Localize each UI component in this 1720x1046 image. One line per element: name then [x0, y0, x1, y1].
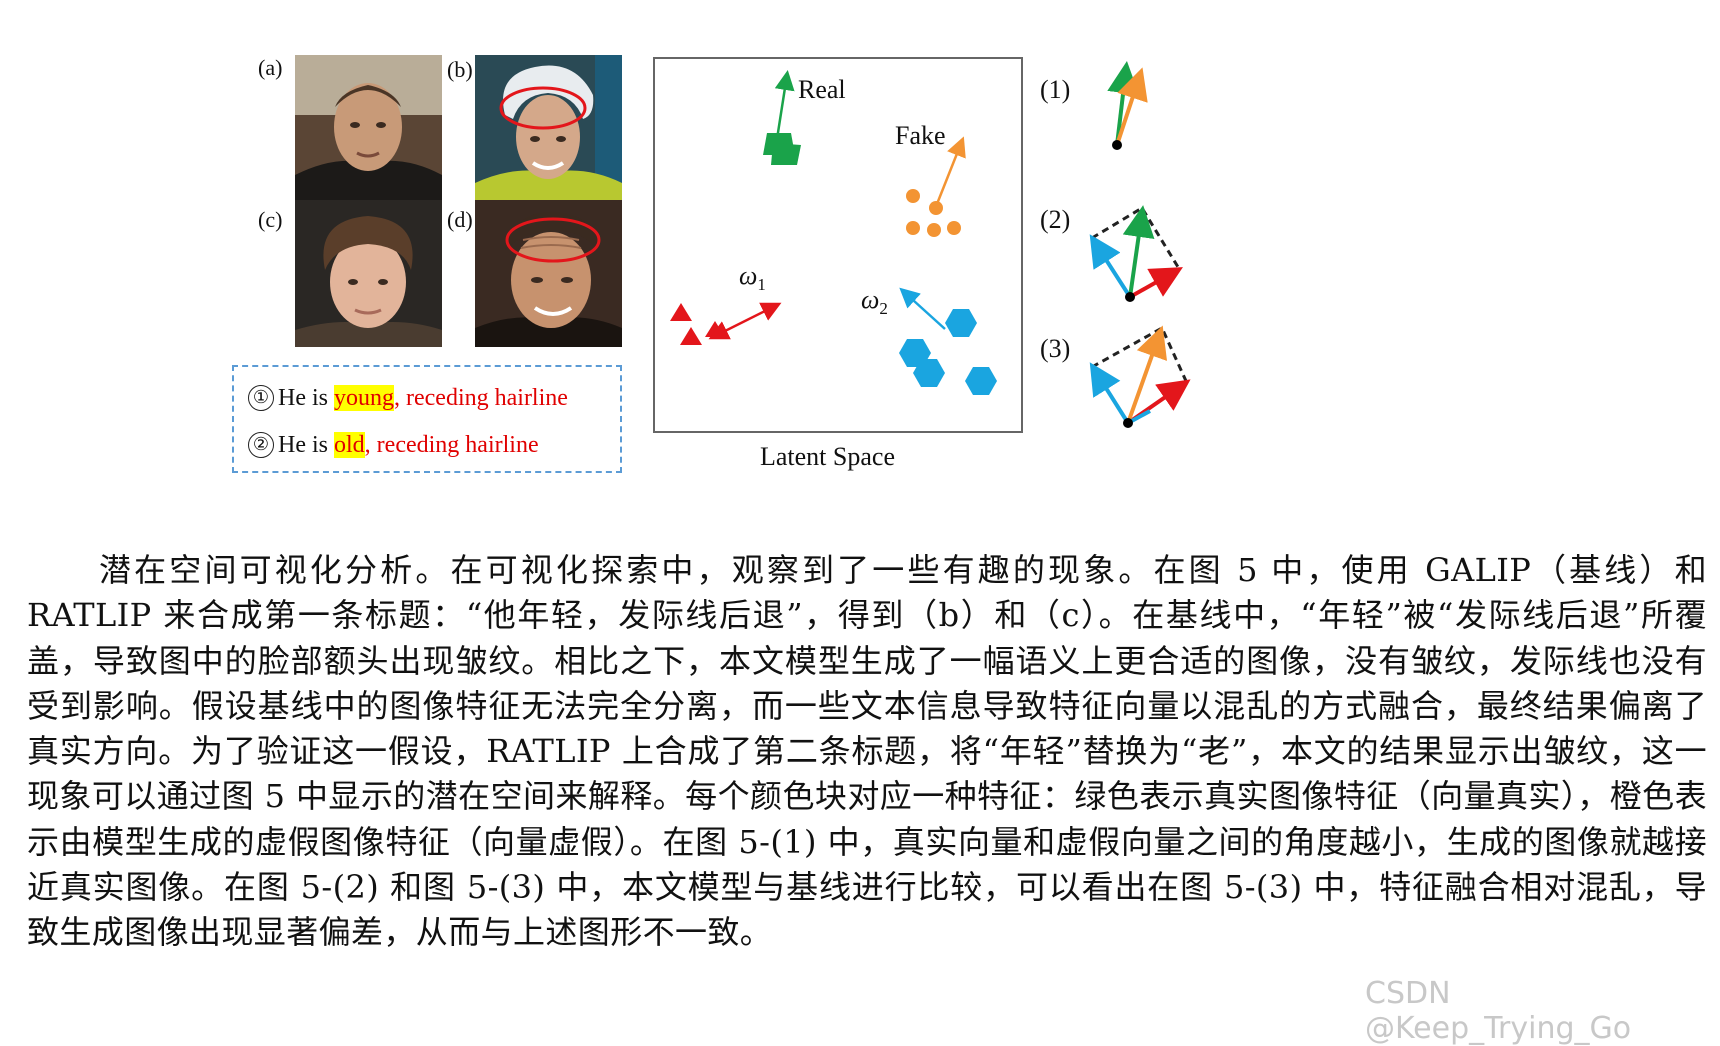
face-image-b [475, 55, 622, 202]
caption-highlight-1: young [334, 385, 394, 411]
fake-cluster [906, 189, 961, 237]
latent-space-box: Real Fake ω1 ω2 [653, 57, 1023, 433]
blue-cluster [899, 309, 997, 395]
latent-space-title: Latent Space [760, 442, 895, 471]
caption-prefix-2: He is [278, 432, 334, 458]
face-image-a [295, 55, 442, 202]
vector-diagram-2 [1089, 205, 1183, 302]
face-image-c [295, 200, 442, 347]
vector-diagram-1 [1107, 61, 1148, 150]
omega1-label: ω1 [739, 261, 766, 295]
fake-label: Fake [895, 121, 946, 150]
caption-suffix-1: , receding hairline [394, 385, 568, 411]
panel-label-c: (c) [258, 207, 283, 232]
vector-label-1: (1) [1040, 75, 1071, 104]
omega1-arrow [708, 302, 782, 340]
fake-arrow [933, 136, 966, 210]
panel-label-d: (d) [447, 207, 473, 232]
panel-label-b: (b) [447, 57, 473, 82]
latent-space-plot [670, 70, 997, 395]
caption-number-2: ② [248, 432, 274, 458]
vector-diagram-3 [1089, 325, 1191, 428]
vector-diagrams [1089, 61, 1191, 428]
real-arrow [774, 70, 795, 140]
caption-prefix-1: He is [278, 385, 334, 411]
caption-suffix-2: , receding hairline [364, 432, 539, 458]
csdn-watermark: CSDN @Keep_Trying_Go [1365, 976, 1632, 1046]
body-paragraph: 潜在空间可视化分析。在可视化探索中，观察到了一些有趣的现象。在图 5 中，使用 … [27, 551, 1707, 952]
vector-label-3: (3) [1040, 334, 1071, 363]
vector-label-2: (2) [1040, 205, 1071, 234]
real-label: Real [798, 75, 846, 104]
caption-highlight-2: old [334, 432, 365, 458]
real-cluster [763, 133, 801, 165]
face-image-d [475, 200, 622, 347]
panel-label-a: (a) [258, 55, 283, 80]
caption-number-1: ① [248, 385, 274, 411]
red-cluster [670, 303, 725, 345]
omega2-arrow [899, 287, 946, 330]
omega2-label: ω2 [861, 285, 888, 319]
